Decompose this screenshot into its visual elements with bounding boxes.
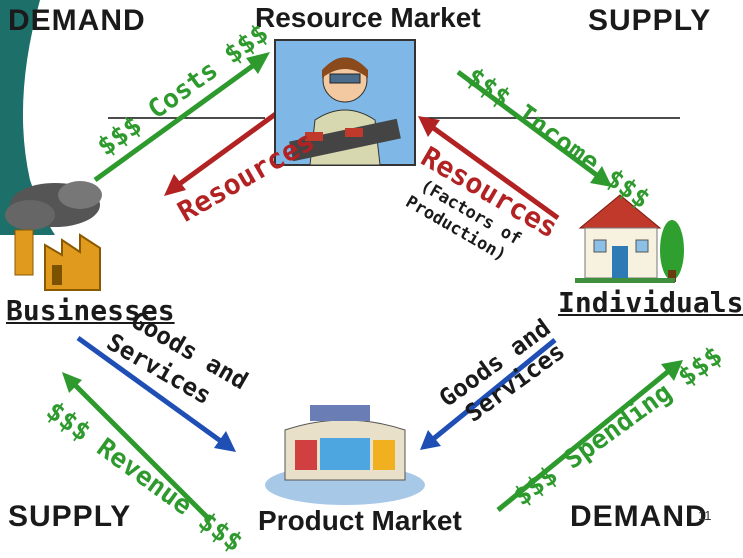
individuals-label: Individuals — [558, 286, 743, 319]
revenue-arrow-head — [62, 372, 82, 393]
resources-right-arrow-head — [418, 116, 440, 137]
diagram-canvas — [0, 0, 684, 522]
product-market-label: Product Market — [258, 505, 462, 536]
gs-left-arrow-head — [214, 431, 236, 452]
resources-right-arrow-line — [430, 124, 560, 221]
spending-arrow-head — [661, 360, 683, 381]
gs-right-arrow-head — [420, 430, 441, 450]
costs-arrow-head — [246, 52, 270, 74]
gs-left-arrow-line — [76, 335, 224, 445]
income-arrow-head — [590, 166, 612, 187]
costs-arrow-line — [93, 59, 260, 183]
factory-illustration — [5, 181, 102, 291]
mall-illustration — [265, 405, 425, 505]
revenue-arrow-line — [72, 382, 212, 522]
page-number: 11 — [698, 508, 712, 523]
house-illustration — [575, 194, 684, 283]
corner-bottom-right: DEMAND — [570, 500, 708, 533]
corner-top-right: SUPPLY — [588, 4, 712, 37]
spending-arrow-line — [496, 368, 672, 512]
income-arrow-line — [456, 69, 600, 179]
resource-market-label: Resource Market — [255, 2, 481, 33]
resources-left-arrow-head — [164, 174, 186, 196]
worker-illustration — [274, 39, 416, 166]
teal-corner-shape — [0, 0, 55, 235]
gs-right-arrow-line — [430, 338, 557, 442]
corner-bottom-left: SUPPLY — [8, 500, 132, 533]
businesses-label: Businesses — [6, 294, 175, 327]
resources-left-arrow-line — [176, 102, 290, 188]
corner-top-left: DEMAND — [8, 4, 146, 37]
